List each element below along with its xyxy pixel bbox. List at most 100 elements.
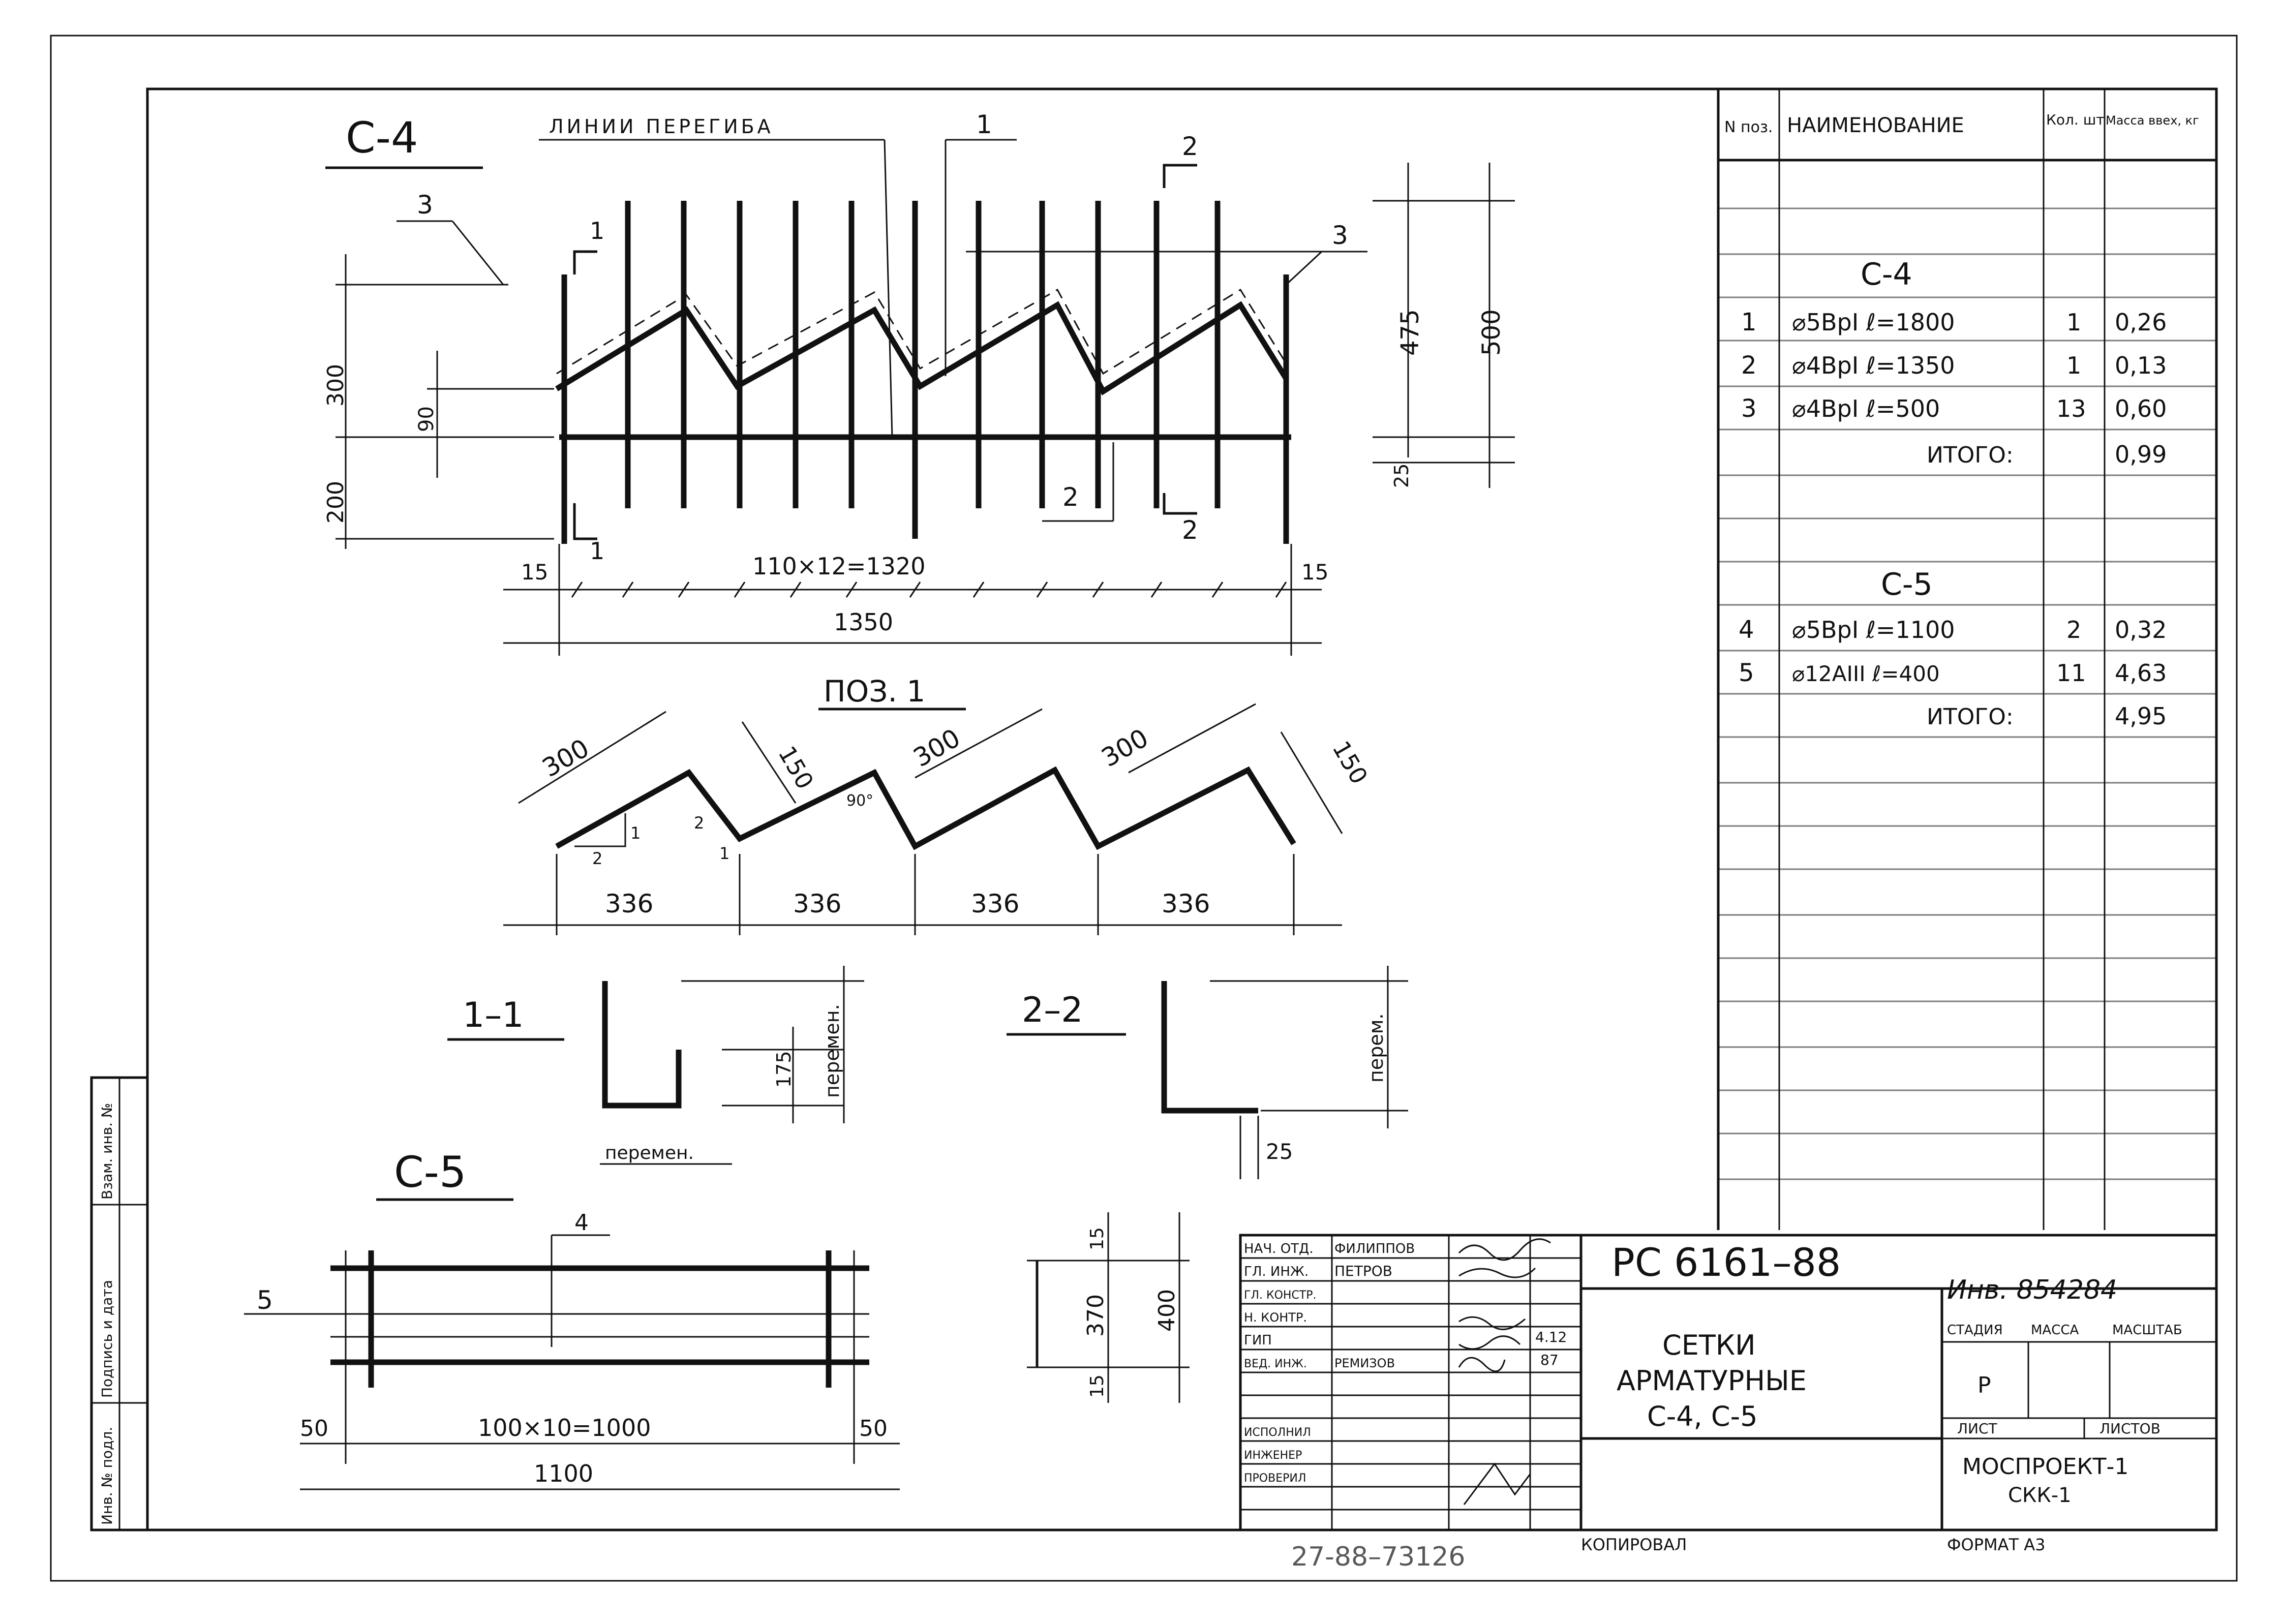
c5-dim-total: 1100 [534, 1460, 593, 1487]
spec-row-pos: 1 [1741, 308, 1757, 336]
tb-date-1: 4.12 [1535, 1329, 1567, 1345]
c4-title: С-4 [346, 113, 418, 163]
spec-header-qty: Кол. шт [2046, 111, 2105, 128]
spec-row-pos: 2 [1741, 351, 1757, 380]
poz1-slope-2a: 2 [592, 849, 602, 868]
poz1-angle: 90° [846, 792, 873, 810]
side-stamp-cell: Инв. № подл. [99, 1427, 115, 1525]
sec11-perem-v: перемен. [821, 1004, 843, 1098]
sec22-dim-25: 25 [1266, 1139, 1293, 1164]
bottom-number: 27-88–73126 [1291, 1542, 1466, 1572]
spec-row-qty: 1 [2066, 309, 2081, 336]
c5-callout-4: 4 [574, 1210, 589, 1236]
spec-header-name: НАИМЕНОВАНИЕ [1787, 114, 1964, 137]
spec-row-pos: 4 [1739, 616, 1754, 644]
c5-dim-370: 370 [1083, 1294, 1109, 1337]
tb-org-line1: МОСПРОЕКТ-1 [1962, 1454, 2128, 1480]
c4-drawing: С-4 ЛИНИИ ПЕРЕГИБА 1 3 3 1 1 2 2 2 [323, 110, 1515, 656]
spec-total-c4-value: 0,99 [2115, 441, 2167, 468]
spec-row-qty: 13 [2056, 395, 2086, 422]
tb-role: ВЕД. ИНЖ. [1244, 1358, 1307, 1370]
spec-row-mass: 0,32 [2115, 616, 2167, 644]
spec-row-name: ⌀12АIII ℓ=400 [1792, 661, 1940, 686]
tb-stage-label: СТАДИЯ [1947, 1323, 2003, 1338]
tb-name: РЕМИЗОВ [1334, 1356, 1395, 1370]
c4-section-1-bottom: 1 [590, 537, 604, 565]
spec-row-name: ⌀4ВрI ℓ=500 [1792, 395, 1940, 422]
sec11-perem-h: перемен. [605, 1143, 694, 1163]
tb-role: ИНЖЕНЕР [1244, 1449, 1302, 1462]
spec-row-mass: 0,60 [2115, 395, 2167, 422]
tb-sheets-label: ЛИСТОВ [2100, 1420, 2161, 1437]
spec-row-mass: 4,63 [2115, 659, 2167, 687]
tb-title-line2: АРМАТУРНЫЕ [1617, 1365, 1807, 1397]
spec-group-c4: С-4 [1861, 257, 1912, 292]
tb-title-line1: СЕТКИ [1662, 1329, 1756, 1361]
poz1-dim-336-b: 336 [793, 889, 841, 918]
c4-dim-90: 90 [415, 406, 438, 432]
c5-dim-400: 400 [1154, 1289, 1180, 1332]
c4-section-2-bottom: 2 [1182, 515, 1198, 545]
poz1-title: ПОЗ. 1 [824, 674, 925, 709]
sec11-title: 1–1 [463, 995, 524, 1035]
tb-scale-label: МАСШТАБ [2112, 1323, 2182, 1338]
spec-total-c5-value: 4,95 [2115, 702, 2167, 730]
tb-role: ГЛ. ИНЖ. [1244, 1264, 1309, 1279]
spec-row-name: ⌀5ВрI ℓ=1100 [1792, 616, 1955, 644]
c5-dim-15-bottom: 15 [1087, 1374, 1108, 1398]
c4-zigzag-dashed [556, 288, 1287, 375]
tb-title-line3: С-4, С-5 [1647, 1400, 1757, 1432]
c4-section-2-top: 2 [1182, 132, 1198, 161]
c4-dim-200: 200 [323, 481, 349, 524]
title-block: НАЧ. ОТД. ГЛ. ИНЖ. ГЛ. КОНСТР. Н. КОНТР.… [1239, 1234, 2218, 1531]
c4-dim-15-right: 15 [1301, 560, 1328, 585]
tb-stage-value: Р [1977, 1372, 1991, 1398]
inner-frame [146, 87, 2218, 1531]
poz1-dim-150-a: 150 [773, 742, 819, 794]
tb-role: ГЛ. КОНСТР. [1244, 1289, 1316, 1302]
spec-header-mass: Масса ввех, кг [2106, 113, 2199, 128]
spec-row-pos: 3 [1741, 394, 1757, 423]
side-stamp-cell: Взам. инв. № [99, 1103, 115, 1200]
section-1-1: 1–1 175 перемен. перемен. [447, 966, 864, 1165]
c4-section-1-top: 1 [590, 217, 604, 244]
spec-row-mass: 0,13 [2115, 352, 2167, 379]
spec-table: N поз. НАИМЕНОВАНИЕ Кол. шт Масса ввех, … [1717, 89, 2216, 1230]
c4-dim-total: 1350 [834, 608, 893, 636]
poz1-dim-300-c: 300 [1097, 723, 1153, 773]
spec-row-qty: 2 [2066, 616, 2081, 644]
copied-label: КОПИРОВАЛ [1581, 1535, 1687, 1554]
tb-org-line2: СКК-1 [2008, 1484, 2072, 1507]
spec-row-name: ⌀4ВрI ℓ=1350 [1792, 352, 1955, 379]
spec-total-c4-label: ИТОГО: [1927, 442, 2014, 468]
tb-role: ГИП [1244, 1333, 1272, 1348]
spec-row-mass: 0,26 [2115, 309, 2167, 336]
poz1-drawing: ПОЗ. 1 300 150 300 300 150 90° 1 2 2 1 3… [503, 674, 1373, 935]
tb-sheet-label: ЛИСТ [1957, 1420, 1998, 1437]
c5-dim-50-right: 50 [859, 1416, 888, 1442]
spec-row-qty: 1 [2066, 352, 2081, 379]
tb-name: ФИЛИППОВ [1334, 1241, 1415, 1257]
tb-role: ПРОВЕРИЛ [1244, 1472, 1306, 1485]
c4-dim-25: 25 [1390, 464, 1413, 488]
poz1-dim-336-c: 336 [971, 889, 1019, 918]
c5-drawing: С-5 4 5 50 50 100×10=1000 1100 15 370 15… [244, 1147, 1190, 1490]
poz1-slope-2b: 2 [694, 813, 704, 833]
poz1-slope-1a: 1 [630, 823, 641, 843]
poz1-dim-336-d: 336 [1162, 889, 1210, 918]
c4-dim-300: 300 [323, 364, 349, 407]
c5-dim-spacing: 100×10=1000 [478, 1414, 651, 1442]
c4-callout-1: 1 [976, 110, 992, 139]
tb-role: НАЧ. ОТД. [1244, 1241, 1314, 1257]
tb-inventory: Инв. 854284 [1947, 1275, 2117, 1305]
poz1-dim-300-a: 300 [537, 733, 594, 783]
spec-group-c5: С-5 [1881, 567, 1933, 602]
format-label: ФОРМАТ А3 [1947, 1535, 2046, 1554]
spec-header-pos: N поз. [1724, 118, 1773, 136]
c5-callout-5: 5 [257, 1285, 273, 1315]
tb-code: РС 6161–88 [1611, 1240, 1841, 1285]
sec22-title: 2–2 [1022, 990, 1083, 1030]
c4-zigzag-bar [555, 301, 1289, 395]
section-2-2: 2–2 перем. 25 [1007, 966, 1408, 1179]
